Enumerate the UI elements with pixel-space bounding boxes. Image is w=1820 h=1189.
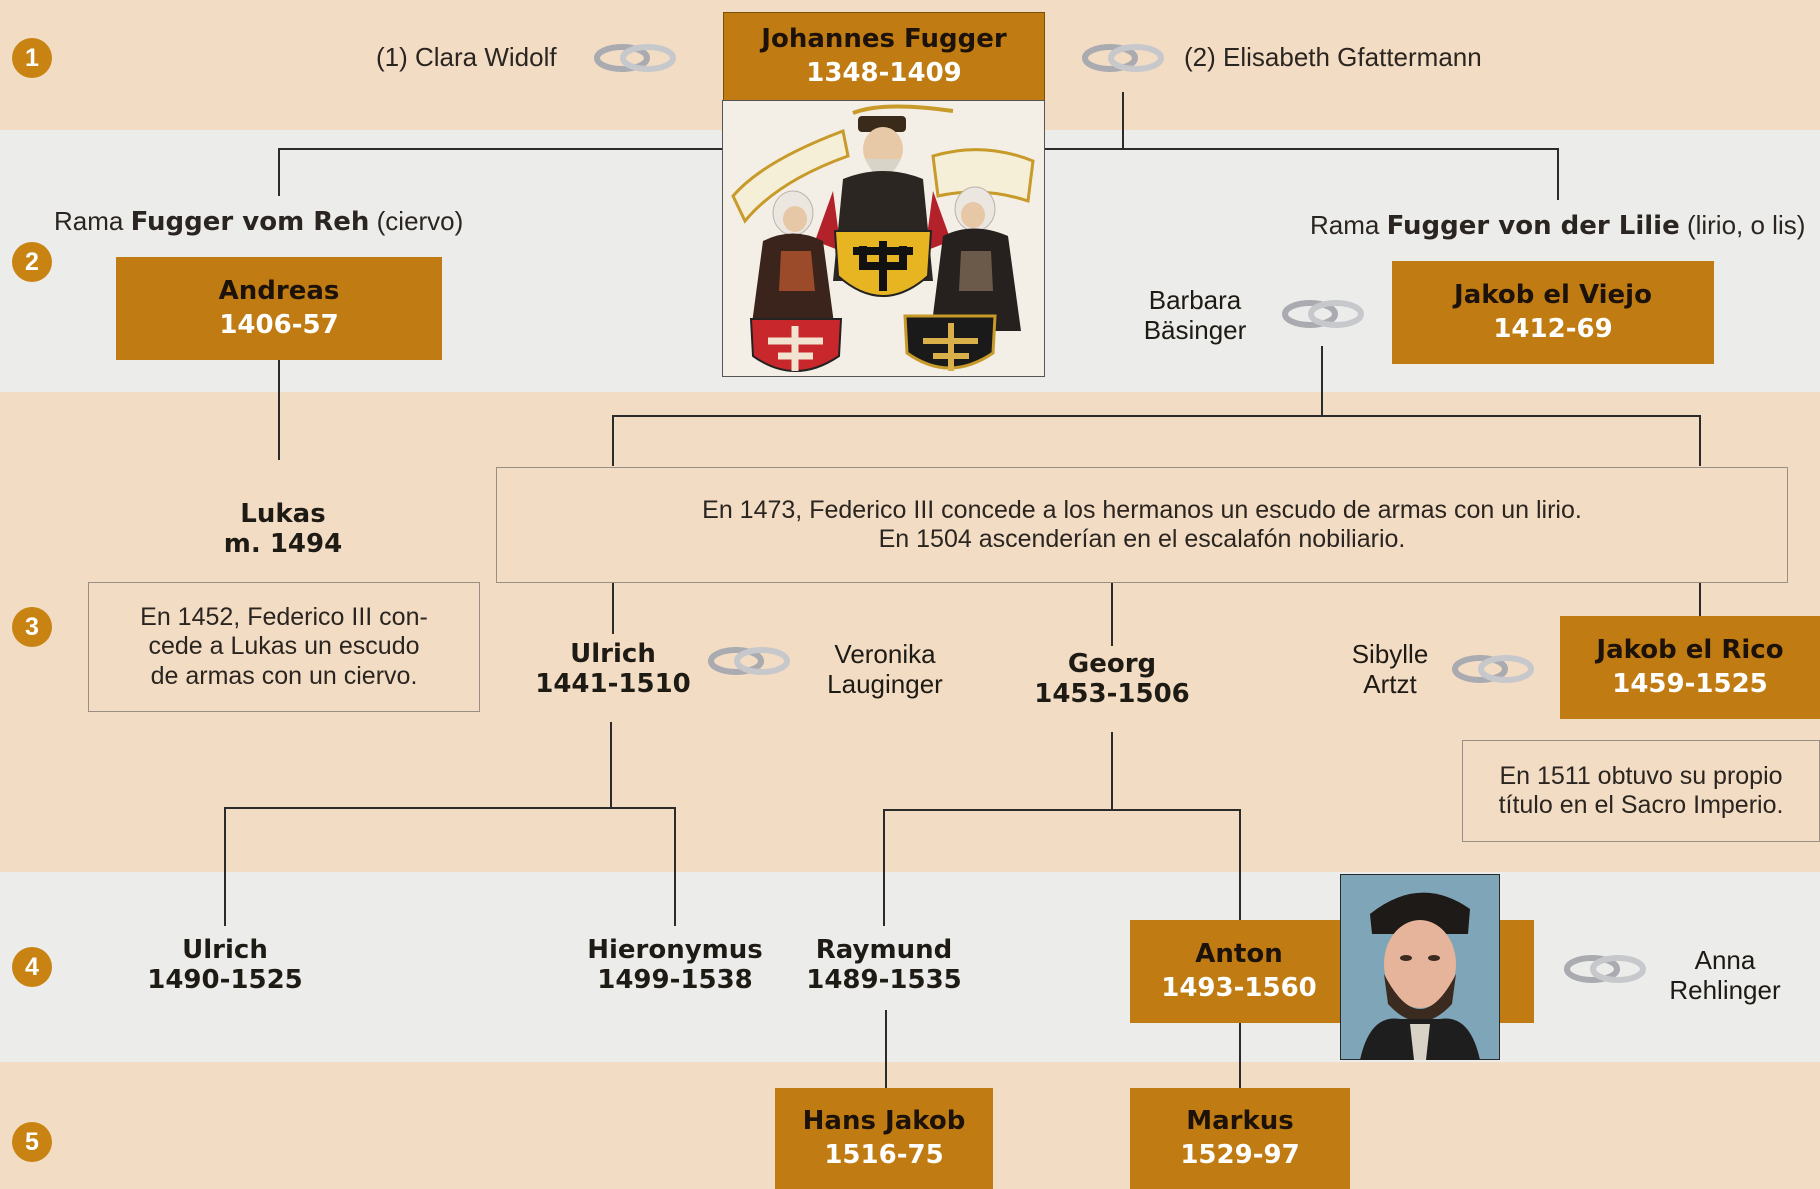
generation-badge-4: 4 xyxy=(12,947,52,987)
marriage-rings-icon xyxy=(708,647,790,675)
person-dates: 1406-57 xyxy=(219,309,339,340)
generation-badge-2: 2 xyxy=(12,242,52,282)
branch-label-lilie: Rama Fugger von der Lilie (lirio, o lis) xyxy=(1310,210,1806,241)
person-dates: 1516-75 xyxy=(824,1139,944,1170)
spouse-anna-rehlinger: Anna Rehlinger xyxy=(1669,945,1781,1005)
marriage-rings-icon xyxy=(1082,44,1164,72)
band-generation-3 xyxy=(0,392,1820,872)
person-name: Hans Jakob xyxy=(802,1105,966,1136)
person-raymund: Raymund 1489-1535 xyxy=(806,935,962,995)
anton-fugger-portrait xyxy=(1340,874,1500,1060)
generation-badge-1: 1 xyxy=(12,38,52,78)
marriage-rings-icon xyxy=(1282,300,1364,328)
marriage-rings-icon xyxy=(594,44,676,72)
person-ulrich-1490: Ulrich 1490-1525 xyxy=(147,935,303,995)
person-andreas: Andreas 1406-57 xyxy=(116,257,442,360)
person-dates: 1459-1525 xyxy=(1612,668,1768,699)
generation-badge-3: 3 xyxy=(12,607,52,647)
spouse-barbara-basinger: Barbara Bäsinger xyxy=(1143,285,1247,345)
spouse-veronika-lauginger: Veronika Lauginger xyxy=(827,639,943,699)
note-jakob-el-rico-title: En 1511 obtuvo su propio título en el Sa… xyxy=(1462,740,1820,842)
person-jakob-el-viejo: Jakob el Viejo 1412-69 xyxy=(1392,261,1714,364)
person-lukas: Lukas m. 1494 xyxy=(223,499,343,559)
person-dates: 1493-1560 xyxy=(1161,972,1317,1003)
marriage-rings-icon xyxy=(1564,955,1646,983)
generation-badge-5: 5 xyxy=(12,1122,52,1162)
person-hieronymus: Hieronymus 1499-1538 xyxy=(587,935,763,995)
person-jakob-el-rico: Jakob el Rico 1459-1525 xyxy=(1560,616,1820,719)
person-name: Markus xyxy=(1186,1105,1294,1136)
person-name: Andreas xyxy=(218,275,340,306)
person-dates: 1412-69 xyxy=(1493,313,1613,344)
person-johannes-fugger: Johannes Fugger 1348-1409 xyxy=(723,12,1045,102)
person-markus: Markus 1529-97 xyxy=(1130,1088,1350,1189)
person-ulrich-1441: Ulrich 1441-1510 xyxy=(535,639,691,699)
branch-label-reh: Rama Fugger vom Reh (ciervo) xyxy=(54,206,464,237)
person-name: Anton xyxy=(1195,938,1283,969)
person-hans-jakob: Hans Jakob 1516-75 xyxy=(775,1088,993,1189)
person-dates: 1348-1409 xyxy=(806,58,962,88)
person-name: Jakob el Viejo xyxy=(1454,279,1652,310)
note-lukas-coat-of-arms: En 1452, Federico III con- cede a Lukas … xyxy=(88,582,480,712)
note-lily-coat-of-arms: En 1473, Federico III concede a los herm… xyxy=(496,467,1788,583)
spouse-clara-widolf: (1) Clara Widolf xyxy=(376,42,557,72)
person-georg: Georg 1453-1506 xyxy=(1034,649,1190,709)
person-dates: 1529-97 xyxy=(1180,1139,1300,1170)
person-name: Johannes Fugger xyxy=(761,24,1007,55)
person-name: Jakob el Rico xyxy=(1596,634,1784,665)
spouse-elisabeth-gfattermann: (2) Elisabeth Gfattermann xyxy=(1184,42,1482,72)
marriage-rings-icon xyxy=(1452,655,1534,683)
spouse-sibylle-artzt: Sibylle Artzt xyxy=(1351,639,1429,699)
johannes-fugger-illustration xyxy=(722,100,1045,377)
